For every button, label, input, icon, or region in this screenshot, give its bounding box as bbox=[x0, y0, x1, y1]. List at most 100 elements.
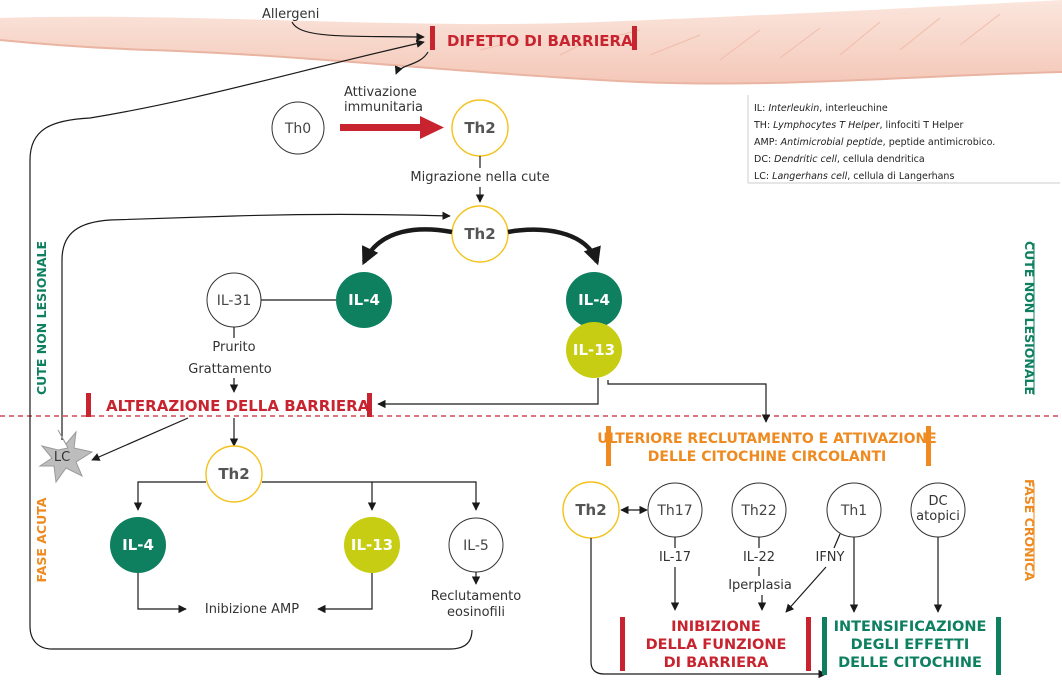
side-cute-right: CUTE NON LESIONALE bbox=[1022, 241, 1037, 395]
il22-label: IL-22 bbox=[743, 550, 775, 565]
th0-label: Th0 bbox=[284, 121, 311, 137]
alterazione-bar-right bbox=[367, 393, 372, 417]
il13-right-label: IL-13 bbox=[573, 341, 615, 359]
legend-term: Interleukin bbox=[768, 103, 819, 114]
iperplasia-label: Iperplasia bbox=[728, 578, 792, 593]
skin-band bbox=[0, 0, 1062, 84]
th22-label: Th22 bbox=[740, 503, 776, 519]
legend-row: LC: Langerhans cell, cellula di Langerha… bbox=[754, 171, 954, 182]
th2-to-il4-right-arrow bbox=[507, 227, 601, 266]
inibizione-bar-right bbox=[806, 617, 811, 671]
attivazione-line2: immunitaria bbox=[344, 100, 423, 115]
th0-node bbox=[271, 101, 325, 155]
legend-row: DC: Dendritic cell, cellula dendritica bbox=[754, 154, 925, 165]
legend-desc: , linfociti T Helper bbox=[879, 120, 963, 131]
legend-desc: , cellula dendritica bbox=[837, 154, 925, 165]
intens-line1: INTENSIFICAZIONE bbox=[834, 619, 987, 635]
alterazione-to-lc-arrow bbox=[91, 417, 189, 461]
inibizione-amp-label: Inibizione AMP bbox=[205, 602, 299, 617]
th1-label: Th1 bbox=[840, 503, 867, 519]
inibizione-line3: DI BARRIERA bbox=[664, 655, 770, 671]
il13-to-inibizione-amp-arrow bbox=[317, 573, 373, 614]
difetto-title: DIFETTO DI BARRIERA bbox=[447, 32, 633, 50]
ifny-to-inibizione-arrow bbox=[785, 566, 827, 613]
il4-left-label: IL-4 bbox=[348, 291, 380, 309]
il4-right-label: IL-4 bbox=[578, 291, 610, 309]
th2-to-il4-left-arrow bbox=[361, 227, 453, 266]
il17-label: IL-17 bbox=[659, 550, 691, 565]
ulteriore-bar-right bbox=[926, 426, 931, 466]
inibizione-line2: DELLA FUNZIONE bbox=[646, 637, 787, 653]
legend-row: IL: Interleukin, interleuchine bbox=[754, 103, 888, 114]
intens-line3: DELLE CITOCHINE bbox=[838, 655, 982, 671]
skin-texture bbox=[479, 13, 1001, 61]
ulteriore-line2: DELLE CITOCHINE CIRCOLANTI bbox=[648, 449, 886, 465]
legend-term: Dendritic cell bbox=[774, 154, 837, 165]
difetto-to-activation-arrow bbox=[394, 51, 429, 75]
th2-lower-to-il4-arrow bbox=[133, 481, 206, 511]
ulteriore-line1: ULTERIORE RECLUTAMENTO E ATTIVAZIONE bbox=[597, 431, 937, 447]
il4-to-inibizione-amp-arrow bbox=[137, 573, 187, 614]
legend-row: TH: Lymphocytes T Helper, linfociti T He… bbox=[753, 120, 964, 131]
th2-lower-label: Th2 bbox=[218, 465, 249, 483]
legend-abbr: DC: bbox=[754, 154, 774, 165]
th2-lower-to-il5-arrow bbox=[372, 481, 481, 511]
side-fase-cronica: FASE CRONICA bbox=[1022, 479, 1037, 581]
il13-to-alterazione-arrow bbox=[377, 378, 599, 409]
il5-label: IL-5 bbox=[463, 538, 489, 554]
grattamento-label: Grattamento bbox=[188, 362, 272, 377]
difetto-bar-right bbox=[632, 26, 637, 50]
migrazione-label: Migrazione nella cute bbox=[410, 170, 549, 185]
il13-bottom-label: IL-13 bbox=[351, 536, 393, 554]
th1-to-ifny bbox=[833, 533, 841, 549]
th2-chronic-label: Th2 bbox=[575, 501, 606, 519]
legend-desc: , interleuchine bbox=[819, 103, 888, 114]
legend-desc: , peptide antimicrobico. bbox=[883, 137, 996, 148]
lc-cell bbox=[38, 429, 94, 484]
allergeni-label: Allergeni bbox=[262, 7, 319, 22]
th2-top-label: Th2 bbox=[464, 119, 495, 137]
legend-abbr: TH: bbox=[753, 120, 773, 131]
allergeni-arrow bbox=[291, 21, 425, 42]
side-fase-acuta: FASE ACUTA bbox=[34, 497, 49, 582]
il13-right-node bbox=[566, 322, 622, 378]
legend-desc: , cellula di Langerhans bbox=[847, 171, 954, 182]
activation-arrow-head bbox=[420, 116, 444, 139]
activation-arrow-shaft bbox=[340, 124, 422, 131]
reclutamento-line2: eosinofili bbox=[447, 605, 505, 620]
il13-to-ulteriore-arrow bbox=[607, 380, 771, 423]
feedback-loop-outer bbox=[29, 39, 473, 650]
legend-term: Antimicrobial peptide bbox=[780, 137, 883, 148]
th2-lower-node bbox=[205, 445, 263, 503]
dc-label-line1: DC bbox=[928, 494, 947, 509]
th2-chronic-to-bottom-arrow bbox=[590, 538, 827, 679]
ulteriore-bar-left bbox=[606, 426, 611, 466]
inibizione-line1: INIBIZIONE bbox=[671, 619, 761, 635]
skin-edge bbox=[0, 39, 1062, 85]
il13-bottom-node bbox=[344, 517, 400, 573]
th2-mid-node bbox=[451, 205, 509, 263]
dc-label-line2: atopici bbox=[916, 509, 960, 524]
intens-bar-right bbox=[996, 617, 1001, 675]
il4-bottom-node bbox=[110, 517, 166, 573]
prurito-label: Prurito bbox=[212, 340, 255, 355]
lc-label: LC bbox=[54, 450, 70, 465]
legend-term: Langerhans cell bbox=[772, 171, 847, 182]
alterazione-title: ALTERAZIONE DELLA BARRIERA bbox=[106, 397, 370, 415]
legend-row: AMP: Antimicrobial peptide, peptide anti… bbox=[754, 137, 995, 148]
th2-mid-label: Th2 bbox=[464, 225, 495, 243]
alterazione-bar-left bbox=[86, 393, 91, 417]
legend-term: Lymphocytes T Helper bbox=[773, 120, 880, 131]
reclutamento-line1: Reclutamento bbox=[431, 589, 522, 604]
legend-abbr: AMP: bbox=[754, 137, 781, 148]
lc-to-th2-loop bbox=[61, 211, 451, 440]
il31-label: IL-31 bbox=[217, 293, 252, 309]
inibizione-bar-left bbox=[620, 617, 625, 671]
attivazione-line1: Attivazione bbox=[344, 85, 417, 100]
il4-left-node bbox=[336, 272, 392, 328]
intens-bar-left bbox=[822, 617, 827, 675]
il4-right-node bbox=[566, 272, 622, 328]
il4-bottom-label: IL-4 bbox=[122, 536, 154, 554]
